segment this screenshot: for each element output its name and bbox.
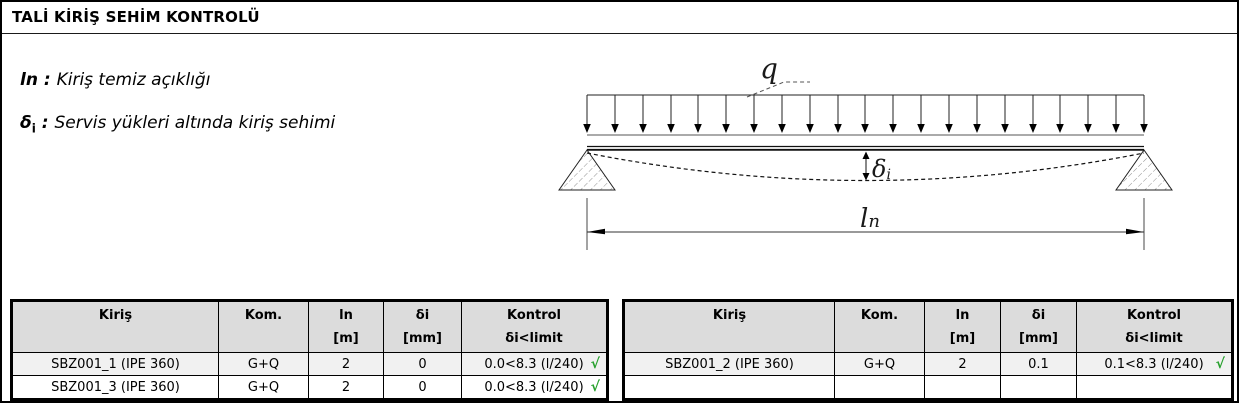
deflection-dimension (862, 151, 870, 181)
span-dimension (586, 198, 1145, 250)
col-header-ln: ln[m] (924, 301, 1001, 353)
cell-kiris: SBZ001_3 (IPE 360) (12, 375, 219, 399)
col-header-di: δi[mm] (1000, 301, 1077, 353)
cell-di: 0.1 (1000, 352, 1077, 376)
definition-ln-text: Kiriş temiz açıklığı (56, 70, 211, 90)
cell-ln: 2 (308, 352, 384, 376)
support-left-icon (558, 149, 616, 191)
beam (587, 134, 1144, 151)
term-ln: ln (20, 70, 38, 90)
term-delta: δ (20, 113, 32, 133)
load-label: q (760, 52, 778, 85)
cell-kom: G+Q (218, 375, 309, 399)
cell-kontrol (1076, 375, 1232, 399)
table-row (624, 375, 1232, 399)
kontrol-value: 0.0<8.3 (l/240) (484, 356, 584, 372)
table-row: SBZ001_2 (IPE 360) G+Q 2 0.1 0.1<8.3 (l/… (624, 352, 1232, 376)
cell-kom: G+Q (834, 352, 925, 376)
span-label: ln (860, 204, 880, 234)
beam-deflection-diagram: q δi ln (558, 52, 1173, 250)
deflection-label: δi (872, 155, 891, 183)
col-header-kom: Kom. (218, 301, 309, 353)
support-right-icon (1115, 149, 1173, 191)
cell-kiris (624, 375, 835, 399)
cell-kontrol: 0.1<8.3 (l/240) √ (1076, 352, 1232, 376)
definition-ln: ln : Kiriş temiz açıklığı (20, 70, 335, 96)
table-row: SBZ001_3 (IPE 360) G+Q 2 0 0.0<8.3 (l/24… (12, 375, 607, 399)
separator: : (35, 113, 55, 133)
cell-ln: 2 (308, 375, 384, 399)
cell-kontrol: 0.0<8.3 (l/240) √ (461, 352, 607, 376)
col-header-di: δi[mm] (383, 301, 462, 353)
cell-di (1000, 375, 1077, 399)
cell-kiris: SBZ001_1 (IPE 360) (12, 352, 219, 376)
cell-di: 0 (383, 375, 462, 399)
page-title: TALİ KİRİŞ SEHİM KONTROLÜ (2, 2, 1237, 34)
term-delta-sub: i (31, 121, 36, 136)
cell-kom: G+Q (218, 352, 309, 376)
separator: : (37, 70, 57, 90)
cell-di: 0 (383, 352, 462, 376)
definition-di-text: Servis yükleri altında kiriş sehimi (54, 113, 336, 133)
cell-ln (924, 375, 1001, 399)
definition-di: δi : Servis yükleri altında kiriş sehimi (20, 113, 335, 139)
cell-kiris: SBZ001_2 (IPE 360) (624, 352, 835, 376)
distributed-load (582, 94, 1149, 134)
check-icon: √ (590, 379, 600, 395)
deflection-curve (586, 152, 1145, 182)
check-icon: √ (590, 356, 600, 372)
table-row: SBZ001_1 (IPE 360) G+Q 2 0 0.0<8.3 (l/24… (12, 352, 607, 376)
cell-kontrol: 0.0<8.3 (l/240) √ (461, 375, 607, 399)
kontrol-value: 0.1<8.3 (l/240) (1104, 356, 1204, 372)
load-label-leader (746, 81, 810, 98)
col-header-ln: ln[m] (308, 301, 384, 353)
cell-kom (834, 375, 925, 399)
cell-ln: 2 (924, 352, 1001, 376)
col-header-kiris: Kiriş (624, 301, 835, 353)
col-header-kom: Kom. (834, 301, 925, 353)
kontrol-value: 0.0<8.3 (l/240) (484, 379, 584, 395)
definitions: ln : Kiriş temiz açıklığı δi : Servis yü… (20, 70, 335, 139)
check-icon: √ (1215, 356, 1225, 372)
col-header-kiris: Kiriş (12, 301, 219, 353)
